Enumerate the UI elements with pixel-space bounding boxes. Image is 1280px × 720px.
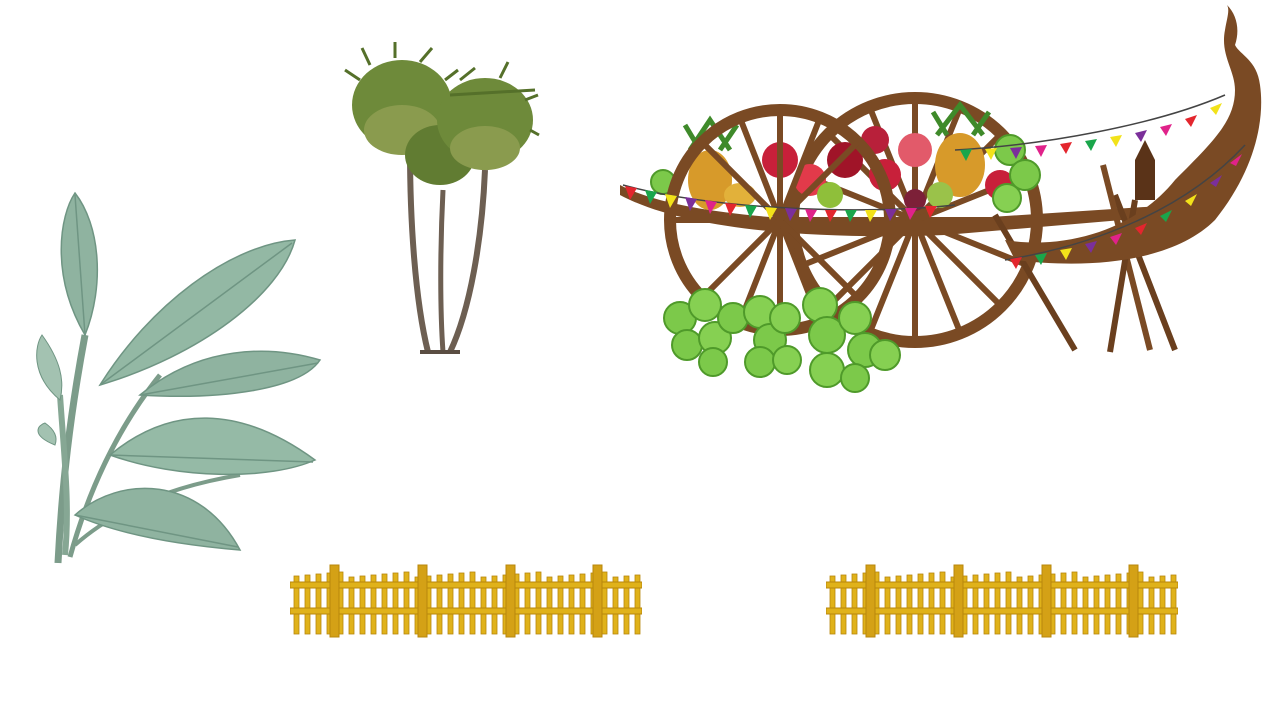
fence-picket bbox=[480, 576, 487, 635]
fence-picket bbox=[403, 571, 410, 635]
fence-picket bbox=[895, 575, 902, 635]
coconut-cluster bbox=[663, 287, 901, 393]
palm-fronds bbox=[344, 42, 540, 185]
fence-picket bbox=[983, 573, 990, 635]
fence-picket bbox=[381, 573, 388, 635]
fence-picket bbox=[436, 574, 443, 635]
bunting-flags bbox=[622, 94, 1246, 269]
fence-picket bbox=[851, 573, 858, 635]
fence-picket bbox=[1159, 575, 1166, 635]
fence-picket bbox=[579, 573, 586, 635]
fence-pickets bbox=[293, 571, 641, 635]
fence-picket bbox=[1016, 576, 1023, 635]
fence-picket bbox=[447, 573, 454, 635]
fence-picket bbox=[359, 575, 366, 635]
fence-picket bbox=[1115, 573, 1122, 635]
fence-picket bbox=[1060, 572, 1067, 635]
fence-pickets bbox=[829, 571, 1177, 635]
banana-leaves bbox=[36, 191, 322, 551]
fence-picket bbox=[392, 572, 399, 635]
palm-trunks bbox=[407, 149, 488, 354]
fence-picket bbox=[612, 576, 619, 635]
fence-picket bbox=[884, 576, 891, 635]
fence-picket bbox=[370, 574, 377, 635]
fence-picket bbox=[557, 575, 564, 635]
fence-picket bbox=[1071, 571, 1078, 635]
fence-picket bbox=[1082, 576, 1089, 635]
banana-plant-illustration bbox=[36, 191, 322, 564]
fence-picket bbox=[458, 572, 465, 635]
bamboo-fence-left bbox=[290, 564, 642, 638]
palm-trees-illustration bbox=[344, 42, 540, 354]
fence-picket bbox=[535, 571, 542, 635]
fence-picket bbox=[601, 571, 608, 635]
fence-picket bbox=[1148, 576, 1155, 635]
fence-picket bbox=[1137, 571, 1144, 635]
fence-picket bbox=[469, 571, 476, 635]
fence-picket bbox=[939, 571, 946, 635]
banana-plant-stems bbox=[54, 334, 241, 564]
fence-picket bbox=[840, 574, 847, 635]
coconuts-on-cart bbox=[650, 134, 1041, 213]
fence-picket bbox=[1005, 571, 1012, 635]
fence-picket bbox=[1104, 574, 1111, 635]
fence-picket bbox=[994, 572, 1001, 635]
fence-picket bbox=[568, 574, 575, 635]
fence-picket bbox=[1093, 575, 1100, 635]
fence-picket bbox=[634, 574, 641, 635]
fence-picket bbox=[293, 575, 300, 635]
fence-picket bbox=[829, 575, 836, 635]
fence-picket bbox=[972, 574, 979, 635]
fence-picket bbox=[546, 576, 553, 635]
fence-picket bbox=[906, 574, 913, 635]
fence-picket bbox=[348, 576, 355, 635]
bamboo-fence-right bbox=[826, 564, 1178, 638]
fence-picket bbox=[304, 574, 311, 635]
fence-picket bbox=[491, 575, 498, 635]
fence-picket bbox=[1170, 574, 1177, 635]
fence-picket bbox=[928, 572, 935, 635]
fence-picket bbox=[524, 572, 531, 635]
fence-picket bbox=[315, 573, 322, 635]
fence-picket bbox=[623, 575, 630, 635]
fence-picket bbox=[917, 573, 924, 635]
fence-picket bbox=[1027, 575, 1034, 635]
ox-cart-illustration bbox=[620, 5, 1262, 393]
cart-ornate-pole bbox=[1005, 5, 1262, 264]
